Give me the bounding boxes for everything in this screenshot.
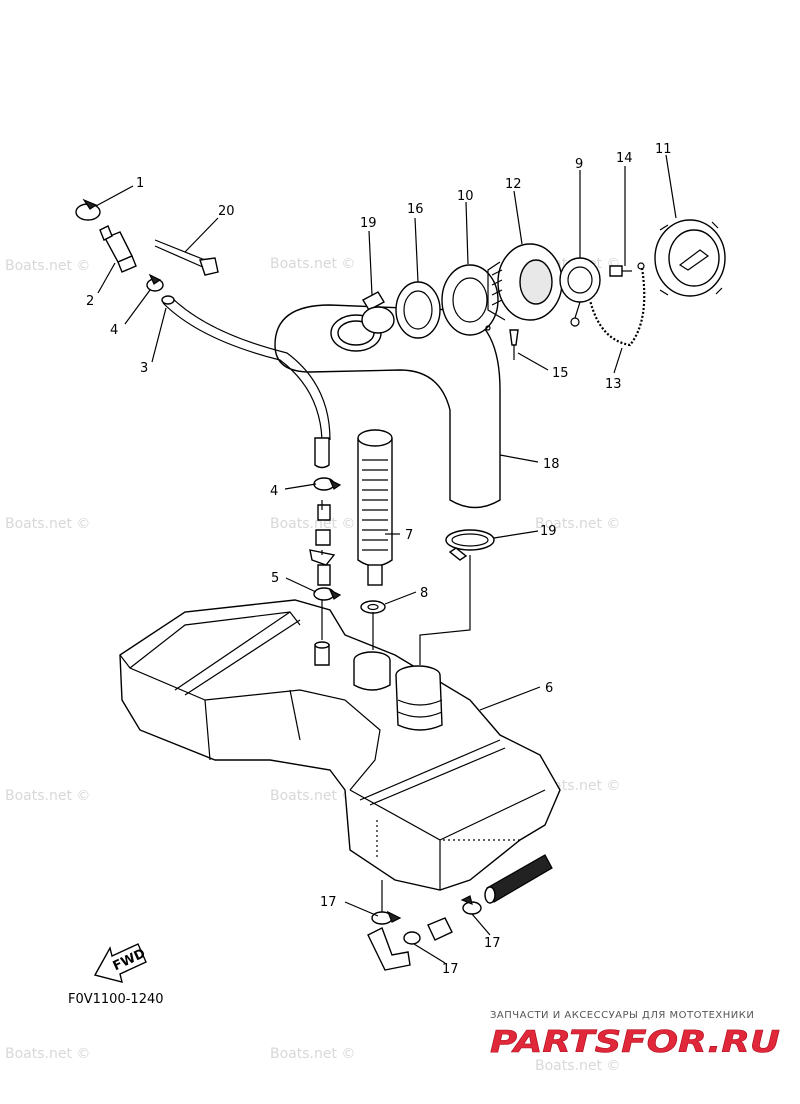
watermark: Boats.net ©: [270, 256, 355, 272]
callout-label: 13: [605, 377, 622, 392]
breather-hose: [161, 295, 331, 469]
callout-label: 15: [552, 366, 569, 381]
watermark: Boats.net ©: [535, 1058, 620, 1074]
breather-fittings: [75, 198, 219, 292]
callout-label: 20: [218, 204, 235, 219]
callout-label: 6: [545, 681, 553, 696]
fuel-strainer: [357, 429, 393, 586]
watermark: Boats.net ©: [270, 516, 355, 532]
callout-label: 18: [543, 457, 560, 472]
watermark: Boats.net ©: [270, 788, 355, 804]
callout-label: 14: [616, 151, 633, 166]
drain-fittings: [367, 895, 482, 971]
watermark: Boats.net ©: [5, 788, 90, 804]
callout-label: 16: [407, 202, 424, 217]
callout-label: 9: [575, 157, 583, 172]
watermark: Boats.net ©: [270, 1046, 355, 1062]
callout-label: 4: [270, 484, 278, 499]
callout-label: 3: [140, 361, 148, 376]
callout-label: 8: [420, 586, 428, 601]
callout-label: 17: [320, 895, 337, 910]
leader-lines: [95, 154, 677, 964]
watermark: Boats.net ©: [5, 1046, 90, 1062]
figure-code: F0V1100-1240: [68, 992, 164, 1007]
forward-direction-arrow: FWD: [93, 943, 148, 983]
watermark: Boats.net ©: [5, 258, 90, 274]
callout-label: 19: [540, 524, 557, 539]
callout-label: 1: [136, 176, 144, 191]
filler-neck-assembly: [361, 219, 726, 360]
callout-label: 17: [484, 936, 501, 951]
partsfor-branding: ЗАПЧАСТИ И АКСЕССУАРЫ ДЛЯ МОТОТЕХНИКИ PA…: [490, 1010, 781, 1060]
callout-label: 11: [655, 142, 672, 157]
branding-logo: PARTSFOR.RU: [490, 1025, 780, 1060]
callout-label: 2: [86, 294, 94, 309]
fuel-tank: [119, 599, 561, 904]
watermark: Boats.net ©: [535, 516, 620, 532]
guide-lines: [321, 500, 471, 912]
callout-label: 17: [442, 962, 459, 977]
callout-label: 10: [457, 189, 474, 204]
callout-label: 4: [110, 323, 118, 338]
callout-label: 7: [405, 528, 413, 543]
callout-label: 19: [360, 216, 377, 231]
watermark: Boats.net ©: [5, 516, 90, 532]
clamp-set: [309, 477, 342, 666]
callout-labels: 1 2 3 4 4 5 6 7 8 9 10 11 12 13 14 15 16…: [86, 142, 672, 977]
callout-label: 12: [505, 177, 522, 192]
washer: [360, 600, 386, 614]
watermark-layer: Boats.net © Boats.net © Boats.net © Boat…: [5, 256, 620, 1074]
branding-tagline: ЗАПЧАСТИ И АКСЕССУАРЫ ДЛЯ МОТОТЕХНИКИ: [490, 1010, 754, 1021]
callout-label: 5: [271, 571, 279, 586]
hose-clamp: [445, 529, 495, 561]
